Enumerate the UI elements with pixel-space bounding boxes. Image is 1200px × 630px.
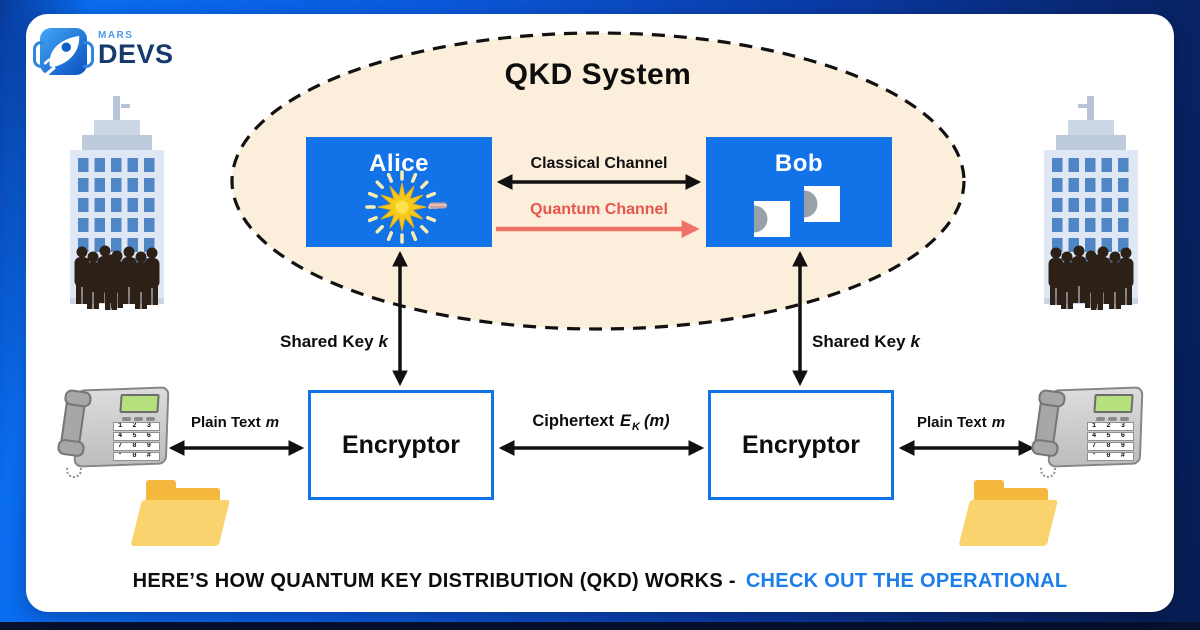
phone-handset bbox=[1032, 390, 1062, 456]
detector-icon bbox=[754, 201, 791, 237]
footer-headline: HERE’S HOW QUANTUM KEY DISTRIBUTION (QKD… bbox=[26, 570, 1174, 593]
building-icon-left bbox=[70, 96, 164, 310]
phone-screen bbox=[119, 394, 160, 413]
logo-mars: MARS bbox=[98, 30, 134, 41]
content-card: MARS DEVS QKD System Alice bbox=[26, 14, 1174, 612]
alice-box: Alice bbox=[306, 137, 492, 247]
phone-screen bbox=[1093, 394, 1134, 413]
headline-blue: CHECK OUT THE OPERATIONAL bbox=[745, 570, 1068, 592]
logo-devs: DEVS bbox=[98, 39, 174, 69]
photon-source-icon bbox=[356, 167, 448, 247]
bob-box: Bob bbox=[706, 137, 892, 247]
quantum-channel-label: Quantum Channel bbox=[530, 201, 668, 218]
encryptor-label: Encryptor bbox=[341, 430, 461, 459]
diagram-arrows-layer bbox=[168, 31, 1035, 456]
qkd-system-title: QKD System bbox=[504, 58, 692, 91]
encryptor-box-right: Encryptor bbox=[708, 390, 894, 500]
bottom-accent-strip bbox=[0, 622, 1200, 630]
folder-icon-right bbox=[958, 476, 1062, 548]
building-icon-right bbox=[1044, 96, 1138, 310]
classical-channel-label: Classical Channel bbox=[530, 155, 668, 172]
phone-icon-left: 1 2 3 4 5 6 7 8 9 * 0 # bbox=[58, 386, 170, 481]
phone-keypad: 1 2 3 4 5 6 7 8 9 * 0 # bbox=[113, 422, 160, 462]
detector-icon bbox=[804, 186, 841, 222]
folder-icon-left bbox=[130, 476, 234, 548]
rocket-icon bbox=[33, 28, 94, 76]
marsdevs-logo: MARS DEVS bbox=[33, 26, 258, 80]
bob-label: Bob bbox=[774, 150, 824, 177]
phone-keypad: 1 2 3 4 5 6 7 8 9 * 0 # bbox=[1087, 422, 1134, 462]
logo-text: MARS DEVS bbox=[98, 30, 174, 68]
alice-label: Alice bbox=[369, 150, 429, 177]
encryptor-label: Encryptor bbox=[741, 430, 861, 459]
headline-black: HERE’S HOW QUANTUM KEY DISTRIBUTION (QKD… bbox=[132, 570, 736, 592]
phone-icon-right: 1 2 3 4 5 6 7 8 9 * 0 # bbox=[1032, 386, 1144, 481]
encryptor-box-left: Encryptor bbox=[308, 390, 494, 500]
phone-handset bbox=[58, 390, 88, 456]
rocket-glyph bbox=[43, 35, 80, 76]
